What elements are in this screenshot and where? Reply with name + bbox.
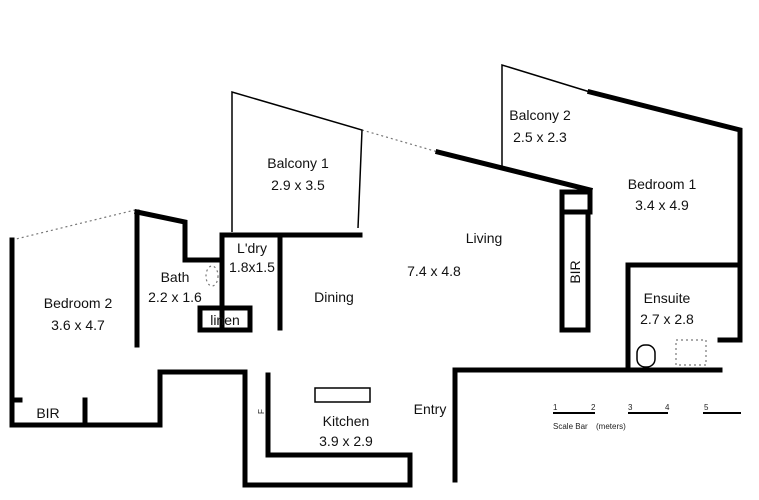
balcony2-label: Balcony 2 — [509, 107, 571, 123]
shower-icon — [675, 339, 707, 366]
bir1-label: BIR — [567, 260, 583, 283]
kitchen-dims: 3.9 x 2.9 — [319, 433, 373, 449]
scale-tick: 2 — [591, 403, 596, 412]
balcony1-label: Balcony 1 — [267, 155, 329, 171]
scale-bar-label: Scale Bar — [553, 422, 588, 431]
balcony2-outline — [501, 63, 591, 168]
bedroom2-label: Bedroom 2 — [44, 295, 113, 311]
bedroom1-dims: 3.4 x 4.9 — [635, 197, 689, 213]
ensuite-dims: 2.7 x 2.8 — [640, 311, 694, 327]
dining-label: Dining — [314, 289, 354, 305]
ensuite-label: Ensuite — [644, 290, 691, 306]
kitchen-label: Kitchen — [323, 413, 370, 429]
ensuite-toilet-icon — [636, 344, 656, 368]
scale-tick: 4 — [665, 403, 670, 412]
bir2-label: BIR — [36, 405, 59, 421]
bath-dims: 2.2 x 1.6 — [148, 289, 202, 305]
scale-bar-unit: (meters) — [596, 422, 626, 431]
kitchen-island-icon — [314, 387, 371, 403]
bedroom1-label: Bedroom 1 — [628, 176, 697, 192]
balcony2-dims: 2.5 x 2.3 — [513, 129, 567, 145]
linen-label: linen — [210, 312, 240, 328]
bedroom2-window — [11, 209, 136, 241]
bath-label: Bath — [161, 269, 190, 285]
toilet-icon — [205, 265, 219, 287]
living-dims: 7.4 x 4.8 — [407, 263, 461, 279]
living-label: Living — [466, 230, 503, 246]
balcony1-dims: 2.9 x 3.5 — [271, 177, 325, 193]
scale-bar: 1 2 3 4 5 Scale Bar (meters) — [553, 403, 741, 431]
fridge-label: F — [257, 409, 266, 414]
bedroom2-dims: 3.6 x 4.7 — [51, 317, 105, 333]
scale-tick: 1 — [553, 403, 558, 412]
laundry-label: L'dry — [237, 240, 267, 256]
walls — [9, 88, 743, 488]
entry-label: Entry — [414, 401, 447, 417]
laundry-dims: 1.8x1.5 — [229, 259, 275, 275]
scale-tick: 5 — [704, 403, 709, 412]
living-window — [361, 129, 439, 153]
balcony1-outline — [231, 90, 363, 232]
scale-tick: 3 — [628, 403, 633, 412]
